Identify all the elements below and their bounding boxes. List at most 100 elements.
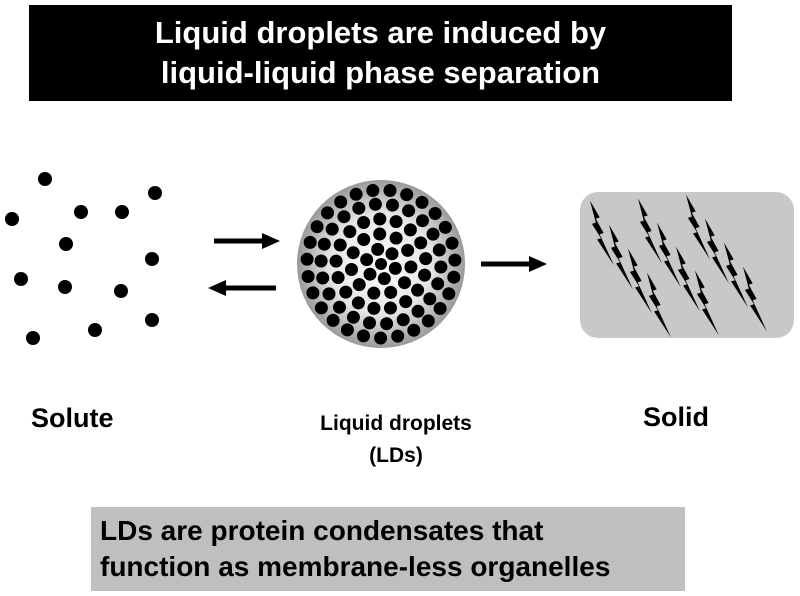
droplet-dot bbox=[367, 286, 381, 300]
droplet-dot bbox=[374, 331, 388, 345]
droplet-dot bbox=[380, 317, 394, 331]
droplet-dot bbox=[357, 216, 371, 229]
solid-aggregate bbox=[580, 192, 794, 338]
droplet-dot bbox=[373, 227, 387, 241]
droplet-dot bbox=[367, 301, 381, 315]
droplet-dot bbox=[368, 197, 382, 211]
droplet-dot bbox=[400, 188, 414, 202]
droplet-dot bbox=[333, 238, 347, 252]
title-line-1: Liquid droplets are induced by bbox=[154, 15, 607, 50]
droplet-dot bbox=[386, 198, 399, 212]
droplet-dot bbox=[419, 252, 433, 266]
droplet-dot bbox=[445, 236, 459, 250]
droplet-particles bbox=[300, 184, 462, 345]
droplet-dot bbox=[389, 231, 403, 245]
droplet-dot bbox=[340, 323, 354, 337]
droplet-dot bbox=[333, 300, 346, 314]
right-arrow-icon bbox=[214, 233, 280, 249]
solute-dot bbox=[115, 205, 129, 219]
droplet-dot bbox=[303, 235, 317, 249]
droplet-dot bbox=[407, 323, 421, 337]
droplet-dot bbox=[416, 214, 429, 228]
droplet-dot bbox=[421, 314, 435, 328]
droplet-dot bbox=[438, 220, 452, 234]
solid-label: Solid bbox=[643, 402, 709, 432]
droplet-dot bbox=[300, 252, 314, 266]
droplet-dot bbox=[314, 254, 328, 268]
droplet-dot bbox=[415, 195, 429, 209]
droplet-dot bbox=[389, 215, 403, 229]
title-line-2: liquid-liquid phase separation bbox=[160, 55, 601, 90]
solute-dot bbox=[14, 272, 28, 286]
droplet-dot bbox=[343, 225, 357, 239]
droplet-dot bbox=[346, 246, 360, 260]
droplet-dot bbox=[357, 329, 370, 343]
droplet-dot bbox=[414, 236, 428, 250]
droplet-dot bbox=[411, 304, 425, 318]
solute-label: Solute bbox=[31, 403, 114, 433]
solute-dot bbox=[114, 284, 128, 298]
droplet-dot bbox=[447, 270, 461, 284]
solute-dot bbox=[88, 323, 102, 337]
droplet-dot bbox=[396, 313, 410, 327]
solute-dot bbox=[5, 212, 19, 226]
droplets-label: Liquid droplets (LDs) bbox=[290, 408, 502, 472]
droplet-dot bbox=[428, 207, 442, 220]
solute-dot bbox=[59, 237, 73, 251]
solute-particles bbox=[5, 172, 162, 345]
footer-line-2: function as membrane-less organelles bbox=[100, 551, 611, 582]
droplet-dot bbox=[404, 260, 418, 274]
droplet-dot bbox=[401, 243, 415, 257]
droplet-dot bbox=[384, 285, 398, 299]
droplet-dot bbox=[337, 210, 351, 224]
droplet-dot bbox=[314, 301, 328, 315]
droplet-dot bbox=[399, 295, 413, 309]
droplet-dot bbox=[334, 195, 348, 209]
droplet-dot bbox=[418, 268, 432, 282]
droplet-dot bbox=[366, 184, 380, 197]
solute-dot bbox=[145, 252, 159, 266]
droplet-dot bbox=[383, 184, 397, 197]
droplet-dot bbox=[398, 276, 411, 290]
droplets-label-line-1: Liquid droplets bbox=[320, 412, 472, 435]
droplet-dot bbox=[411, 283, 425, 297]
solute-dot bbox=[58, 280, 72, 294]
droplet-dot bbox=[321, 206, 334, 220]
droplet-dot bbox=[375, 258, 387, 270]
footer-line-1: LDs are protein condensates that bbox=[100, 515, 544, 546]
droplet-dot bbox=[377, 272, 391, 286]
droplet-dot bbox=[434, 260, 448, 274]
droplet-dot bbox=[363, 316, 376, 330]
droplet-dot bbox=[339, 285, 353, 299]
droplet-dot bbox=[391, 329, 405, 343]
droplet-dot bbox=[352, 201, 366, 215]
droplet-dot bbox=[325, 222, 339, 236]
droplet-dot bbox=[357, 233, 371, 246]
droplet-dot bbox=[442, 287, 456, 301]
droplet-dot bbox=[402, 204, 416, 218]
droplet-dot bbox=[403, 223, 417, 237]
droplet-dot bbox=[352, 278, 366, 292]
footer-note: LDs are protein condensates that functio… bbox=[91, 507, 685, 591]
droplet-dot bbox=[322, 287, 336, 301]
solute-dot bbox=[74, 205, 88, 219]
droplet-dot bbox=[433, 302, 447, 315]
droplet-dot bbox=[360, 253, 374, 267]
solute-dot bbox=[145, 313, 159, 327]
droplet-dot bbox=[346, 310, 360, 324]
solute-dot bbox=[38, 172, 52, 186]
droplet-dot bbox=[326, 313, 340, 327]
droplet-dot bbox=[431, 277, 445, 291]
solute-dot bbox=[148, 186, 162, 200]
droplet-dot bbox=[426, 227, 440, 241]
droplet-dot bbox=[371, 242, 385, 256]
droplet-dot bbox=[363, 267, 377, 281]
droplet-dot bbox=[349, 187, 363, 201]
droplet-dot bbox=[329, 254, 343, 268]
liquid-droplet bbox=[297, 180, 465, 348]
droplet-dot bbox=[310, 220, 324, 234]
droplets-label-line-2: (LDs) bbox=[369, 444, 423, 467]
title-banner: Liquid droplets are induced by liquid-li… bbox=[29, 5, 732, 101]
solute-dot bbox=[26, 331, 40, 345]
